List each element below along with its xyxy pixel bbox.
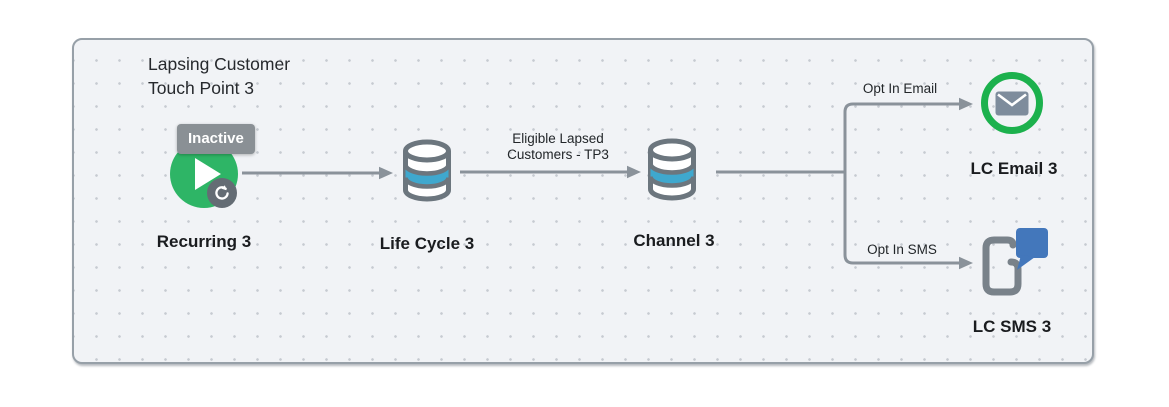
node-lc-email[interactable] (981, 72, 1043, 134)
play-icon (195, 158, 221, 190)
status-badge: Inactive (177, 124, 255, 154)
node-label-life-cycle: Life Cycle 3 (379, 234, 475, 253)
node-label-lc-sms: LC SMS 3 (972, 317, 1052, 336)
node-channel[interactable] (643, 138, 701, 207)
edge-label-opt-in-email: Opt In Email (862, 81, 938, 96)
node-label-channel: Channel 3 (633, 231, 715, 250)
edge-label-eligible-lapsed: Eligible Lapsed Customers - TP3 (507, 131, 609, 162)
database-icon (648, 138, 696, 201)
canvas-title: Lapsing Customer Touch Point 3 (148, 54, 291, 98)
database-icon (403, 139, 451, 202)
refresh-icon (207, 178, 237, 208)
envelope-icon (995, 91, 1029, 115)
node-lc-sms[interactable] (982, 228, 1048, 301)
phone-sms-icon (982, 228, 1048, 296)
node-label-lc-email: LC Email 3 (970, 159, 1058, 178)
node-label-recurring: Recurring 3 (156, 232, 252, 251)
node-life-cycle[interactable] (398, 139, 456, 208)
edge-label-opt-in-sms: Opt In SMS (867, 242, 937, 257)
